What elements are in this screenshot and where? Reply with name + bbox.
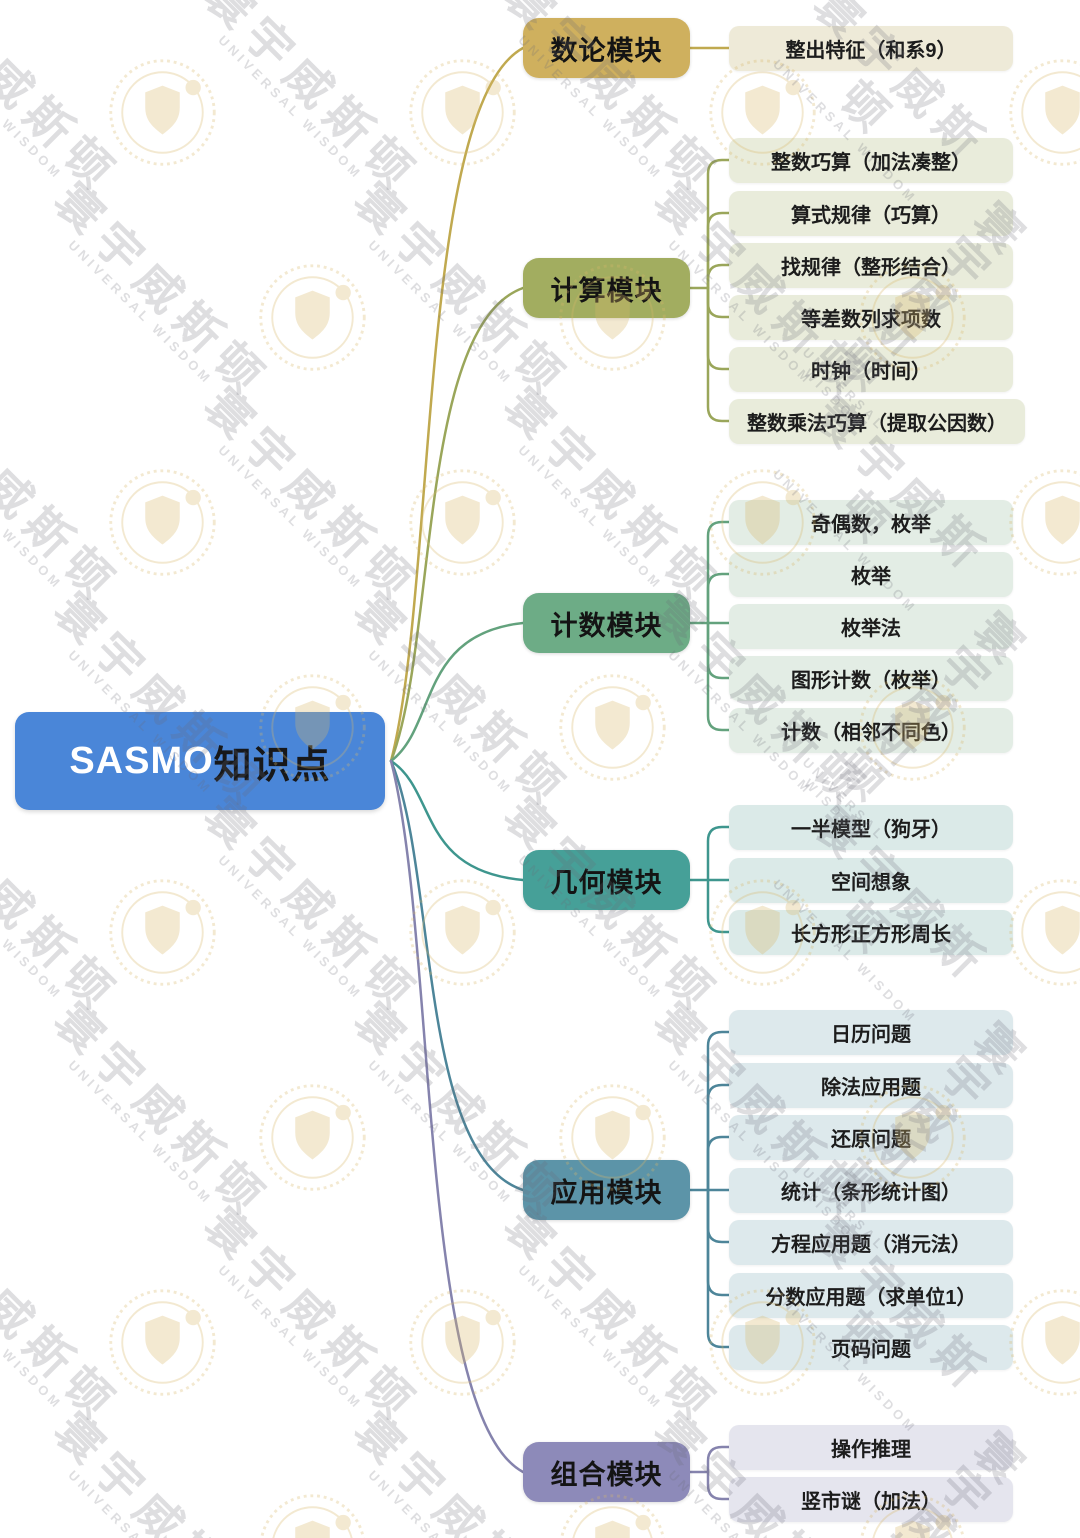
- leaf-node[interactable]: 等差数列求项数: [729, 294, 1013, 340]
- branch-node-geometry[interactable]: 几何模块: [523, 850, 690, 910]
- leaf-node[interactable]: 图形计数（枚举）: [729, 655, 1013, 701]
- branch-node-number-theory[interactable]: 数论模块: [523, 18, 690, 78]
- leaf-node[interactable]: 枚举法: [729, 603, 1013, 649]
- leaf-node[interactable]: 空间想象: [729, 857, 1013, 903]
- leaf-node[interactable]: 整数巧算（加法凑整）: [729, 137, 1013, 183]
- leaf-node[interactable]: 日历问题: [729, 1009, 1013, 1055]
- leaf-node[interactable]: 整数乘法巧算（提取公因数）: [729, 398, 1025, 444]
- leaf-node[interactable]: 一半模型（狗牙）: [729, 804, 1013, 850]
- leaf-node[interactable]: 计数（相邻不同色）: [729, 707, 1013, 753]
- leaf-node[interactable]: 长方形正方形周长: [729, 909, 1013, 955]
- leaf-node[interactable]: 页码问题: [729, 1324, 1013, 1370]
- central-topic-text-cn: 知识点: [213, 744, 331, 787]
- leaf-node[interactable]: 算式规律（巧算）: [729, 190, 1013, 236]
- branch-node-application[interactable]: 应用模块: [523, 1160, 690, 1220]
- leaf-node[interactable]: 枚举: [729, 551, 1013, 597]
- leaf-node[interactable]: 方程应用题（消元法）: [729, 1219, 1013, 1265]
- leaf-node[interactable]: 操作推理: [729, 1424, 1013, 1470]
- leaf-node[interactable]: 分数应用题（求单位1）: [729, 1272, 1013, 1318]
- branch-node-counting[interactable]: 计数模块: [523, 593, 690, 653]
- leaf-node[interactable]: 奇偶数，枚举: [729, 499, 1013, 545]
- leaf-node[interactable]: 统计（条形统计图）: [729, 1167, 1013, 1213]
- central-topic-node[interactable]: SASMO 知识点: [15, 712, 385, 810]
- leaf-node[interactable]: 除法应用题: [729, 1062, 1013, 1108]
- branch-node-calculation[interactable]: 计算模块: [523, 258, 690, 318]
- leaf-node[interactable]: 还原问题: [729, 1114, 1013, 1160]
- leaf-node[interactable]: 整出特征（和系9）: [729, 25, 1013, 71]
- leaf-node[interactable]: 时钟（时间）: [729, 346, 1013, 392]
- leaf-node[interactable]: 找规律（整形结合）: [729, 242, 1013, 288]
- branch-node-combination[interactable]: 组合模块: [523, 1442, 690, 1502]
- central-topic-text-en: SASMO: [69, 739, 214, 782]
- leaf-node[interactable]: 竖市谜（加法）: [729, 1476, 1013, 1522]
